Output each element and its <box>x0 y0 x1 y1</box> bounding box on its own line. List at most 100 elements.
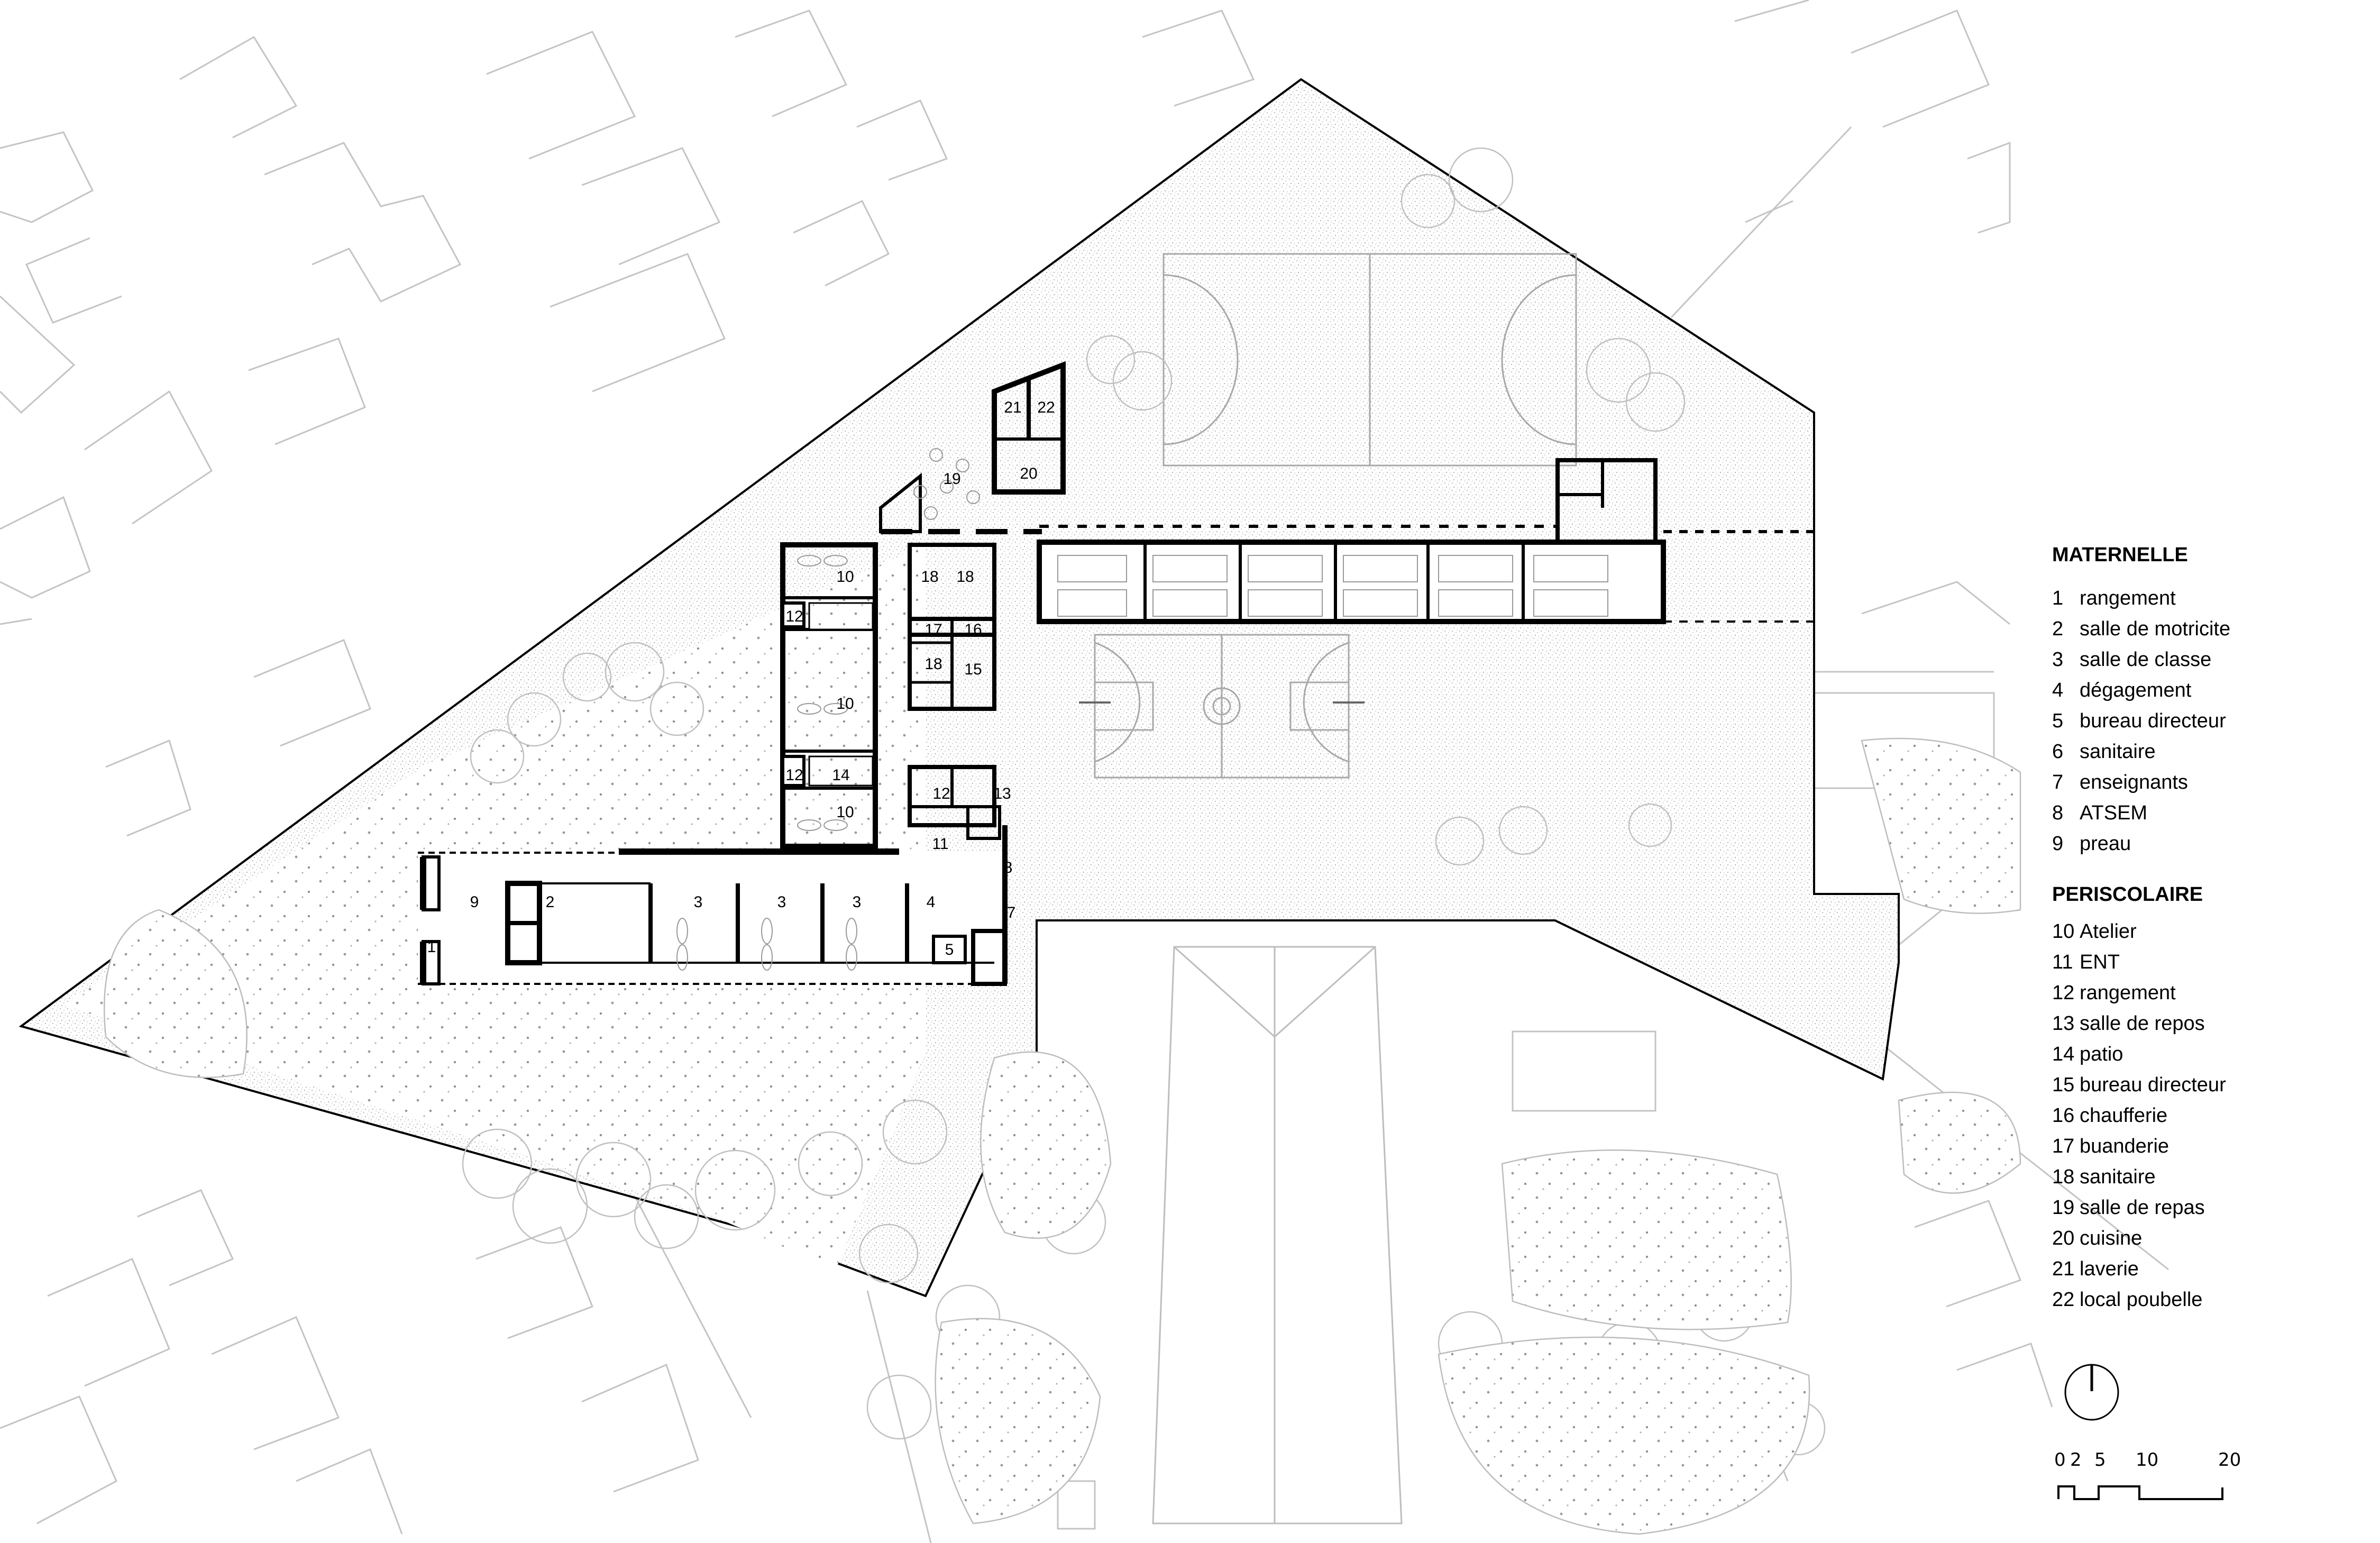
room-number: 4 <box>927 893 936 911</box>
legend-num: 5 <box>2052 710 2064 732</box>
room-number: 1 <box>427 938 436 956</box>
legend-label: sanitaire <box>2080 741 2156 763</box>
room-number: 3 <box>777 893 786 911</box>
legend-label: sanitaire <box>2080 1166 2156 1188</box>
legend-heading-periscolaire: PERISCOLAIRE <box>2052 883 2203 906</box>
room-number: 3 <box>694 893 703 911</box>
legend-label: salle de repas <box>2080 1197 2205 1219</box>
legend-label: ENT <box>2080 951 2120 973</box>
legend-item: 5 bureau directeur <box>2052 706 2369 736</box>
legend-label: chaufferie <box>2080 1104 2168 1127</box>
room-number: 2 <box>546 893 555 911</box>
legend-item: 2 salle de motricite <box>2052 614 2369 644</box>
legend-label: patio <box>2080 1043 2123 1065</box>
legend-num: 10 <box>2052 920 2075 943</box>
legend-num: 15 <box>2052 1074 2075 1096</box>
legend-num: 14 <box>2052 1043 2075 1065</box>
room-number: 11 <box>932 835 948 853</box>
room-number: 10 <box>836 568 854 586</box>
scale-tick-10: 10 <box>2136 1449 2159 1471</box>
legend-num: 7 <box>2052 771 2064 793</box>
room-numbers: 1 9 2 3 3 3 4 5 7 8 11 12 13 10 12 14 10… <box>427 399 1055 958</box>
legend-label: cuisine <box>2080 1227 2143 1249</box>
room-number: 3 <box>853 893 862 911</box>
room-number: 5 <box>945 941 954 958</box>
room-number: 8 <box>1004 859 1013 877</box>
room-number: 12 <box>785 608 803 625</box>
legend-num: 4 <box>2052 679 2064 701</box>
legend-num: 6 <box>2052 741 2064 763</box>
scale-tick-20: 20 <box>2218 1449 2241 1471</box>
legend-num: 22 <box>2052 1289 2075 1311</box>
sports-courts <box>1079 253 1577 779</box>
furniture <box>676 448 1608 971</box>
room-number: 14 <box>832 766 849 784</box>
legend-label: Atelier <box>2080 920 2137 943</box>
legend-label: local poubelle <box>2080 1289 2203 1311</box>
room-number: 17 <box>924 621 942 638</box>
legend-num: 12 <box>2052 982 2075 1004</box>
room-number: 18 <box>921 568 938 586</box>
room-number: 19 <box>943 470 960 488</box>
legend-num: 18 <box>2052 1166 2075 1188</box>
room-number: 20 <box>1020 465 1037 482</box>
legend-num: 16 <box>2052 1104 2075 1127</box>
scale-tick-2: 2 <box>2070 1449 2082 1471</box>
legend-label: laverie <box>2080 1258 2139 1280</box>
scale-bar-graphic <box>2057 1485 2223 1500</box>
scale-tick-5: 5 <box>2094 1449 2106 1471</box>
legend-num: 1 <box>2052 587 2064 609</box>
legend-num: 11 <box>2052 951 2073 973</box>
legend-num: 9 <box>2052 833 2064 855</box>
legend-label: salle de classe <box>2080 649 2212 671</box>
room-number: 18 <box>956 568 974 586</box>
room-number: 21 <box>1004 399 1021 416</box>
legend-label: rangement <box>2080 982 2176 1004</box>
legend-item: 11 ENT <box>2052 947 2369 978</box>
legend-num: 20 <box>2052 1227 2075 1249</box>
legend-num: 19 <box>2052 1197 2075 1219</box>
legend-label: dégagement <box>2080 679 2192 701</box>
room-number: 10 <box>836 804 854 821</box>
room-number: 13 <box>993 785 1011 802</box>
legend-num: 2 <box>2052 618 2064 640</box>
room-number: 18 <box>924 655 942 673</box>
room-number: 16 <box>964 621 982 638</box>
room-number: 12 <box>932 785 950 802</box>
north-arrow-icon <box>2064 1364 2119 1421</box>
legend-heading-maternelle: MATERNELLE <box>2052 544 2188 566</box>
legend-num: 13 <box>2052 1012 2075 1035</box>
legend-label: enseignants <box>2080 771 2188 793</box>
legend-label: bureau directeur <box>2080 1074 2226 1096</box>
room-number: 7 <box>1007 904 1016 921</box>
legend-label: salle de motricite <box>2080 618 2231 640</box>
legend-label: buanderie <box>2080 1135 2170 1157</box>
legend-label: ATSEM <box>2080 802 2148 824</box>
legend-num: 21 <box>2052 1258 2075 1280</box>
legend-label: bureau directeur <box>2080 710 2226 732</box>
room-number: 10 <box>836 695 854 713</box>
legend-num: 17 <box>2052 1135 2075 1157</box>
room-number: 22 <box>1037 399 1055 416</box>
room-number: 15 <box>964 661 982 678</box>
site-parcel <box>19 78 1900 1298</box>
